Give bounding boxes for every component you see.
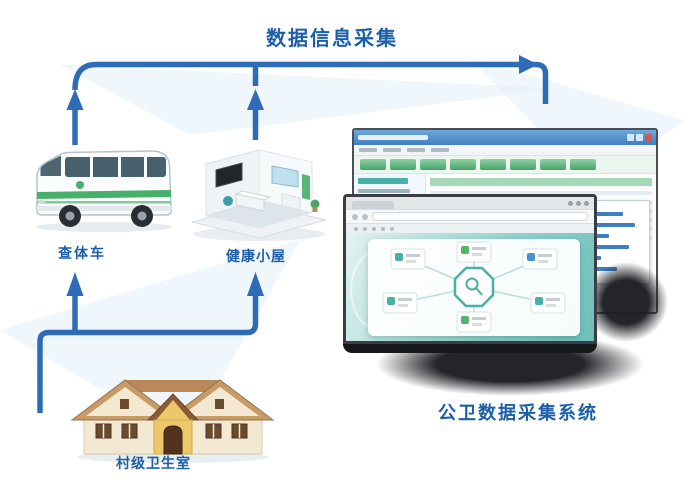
hub-module xyxy=(530,292,566,314)
hub-module xyxy=(382,292,418,314)
address-input-placeholder xyxy=(372,212,588,221)
house-window-frames xyxy=(102,424,241,438)
monitor-shadow-right xyxy=(584,262,668,342)
magnifier-icon xyxy=(465,277,483,296)
arrowhead-up-van-top xyxy=(66,89,84,110)
maximize-icon xyxy=(636,134,643,141)
porch-gable xyxy=(156,400,190,420)
clinic-door xyxy=(163,425,183,455)
app-menubar xyxy=(354,145,656,156)
van-shadow xyxy=(36,222,172,232)
arrow-top-line xyxy=(72,61,549,104)
village-clinic-image xyxy=(70,379,275,463)
van-window-pillars xyxy=(90,157,147,177)
van-windshield xyxy=(40,155,61,176)
hut-plant xyxy=(310,199,320,212)
table-header-band xyxy=(430,178,652,186)
clinic-label: 村级卫生室 xyxy=(116,456,191,472)
van-window-band xyxy=(65,157,166,177)
dashboard-page xyxy=(346,233,594,341)
arrow-clinic-line xyxy=(37,295,259,413)
hub-module xyxy=(522,248,558,270)
hut-desk xyxy=(234,190,272,212)
close-icon xyxy=(645,134,652,141)
van-label: 查体车 xyxy=(58,246,106,262)
window-controls xyxy=(627,134,652,141)
back-icon xyxy=(352,213,358,220)
arrowhead-up-hut-top xyxy=(247,89,264,110)
front-monitor xyxy=(343,194,597,353)
hub-center xyxy=(453,266,495,308)
van-green-stripe xyxy=(37,190,171,199)
hut-cabinet xyxy=(281,193,301,211)
app-titlebar xyxy=(354,130,656,145)
browser-tab xyxy=(352,201,394,209)
hub-module xyxy=(390,248,426,270)
van-front-wheel xyxy=(59,205,81,227)
app-toolbar-green-buttons xyxy=(354,156,656,174)
system-label: 公卫数据采集系统 xyxy=(438,403,598,424)
exam-van-image xyxy=(36,150,172,232)
app-title-placeholder xyxy=(358,135,428,140)
van-logo xyxy=(76,181,84,189)
hub-module xyxy=(456,311,492,333)
tv-screen xyxy=(215,162,243,188)
house-left-vent xyxy=(120,399,129,409)
house-right-vent xyxy=(215,399,224,409)
monitor-bezel xyxy=(343,344,597,353)
health-hut-image xyxy=(191,149,327,241)
hub-diagram xyxy=(382,241,566,333)
van-green-substripe xyxy=(37,201,171,204)
window-controls xyxy=(568,201,589,206)
van-rear-wheel xyxy=(131,205,153,227)
arrowhead-up-van-mid xyxy=(66,272,84,296)
diagram-title: 数据信息采集 xyxy=(266,26,398,50)
browser-tabbar xyxy=(346,197,594,209)
front-monitor-screen xyxy=(343,194,597,344)
hut-label: 健康小屋 xyxy=(226,249,286,265)
forward-icon xyxy=(362,213,368,220)
browser-toolbar2 xyxy=(346,224,594,233)
dashboard-panel xyxy=(368,239,580,336)
minimize-icon xyxy=(627,134,634,141)
arrowhead-right xyxy=(519,55,538,74)
van-skirt xyxy=(37,206,171,211)
house-ridge-roof xyxy=(125,380,220,392)
hut-chair xyxy=(223,196,233,206)
van-headlight xyxy=(38,200,45,204)
arrowhead-up-hut-mid xyxy=(247,272,264,296)
browser-addressbar xyxy=(346,209,594,224)
hut-window xyxy=(271,165,299,188)
hub-module xyxy=(456,241,492,263)
arrow-heads xyxy=(66,55,538,296)
hut-green-panel xyxy=(302,174,310,200)
